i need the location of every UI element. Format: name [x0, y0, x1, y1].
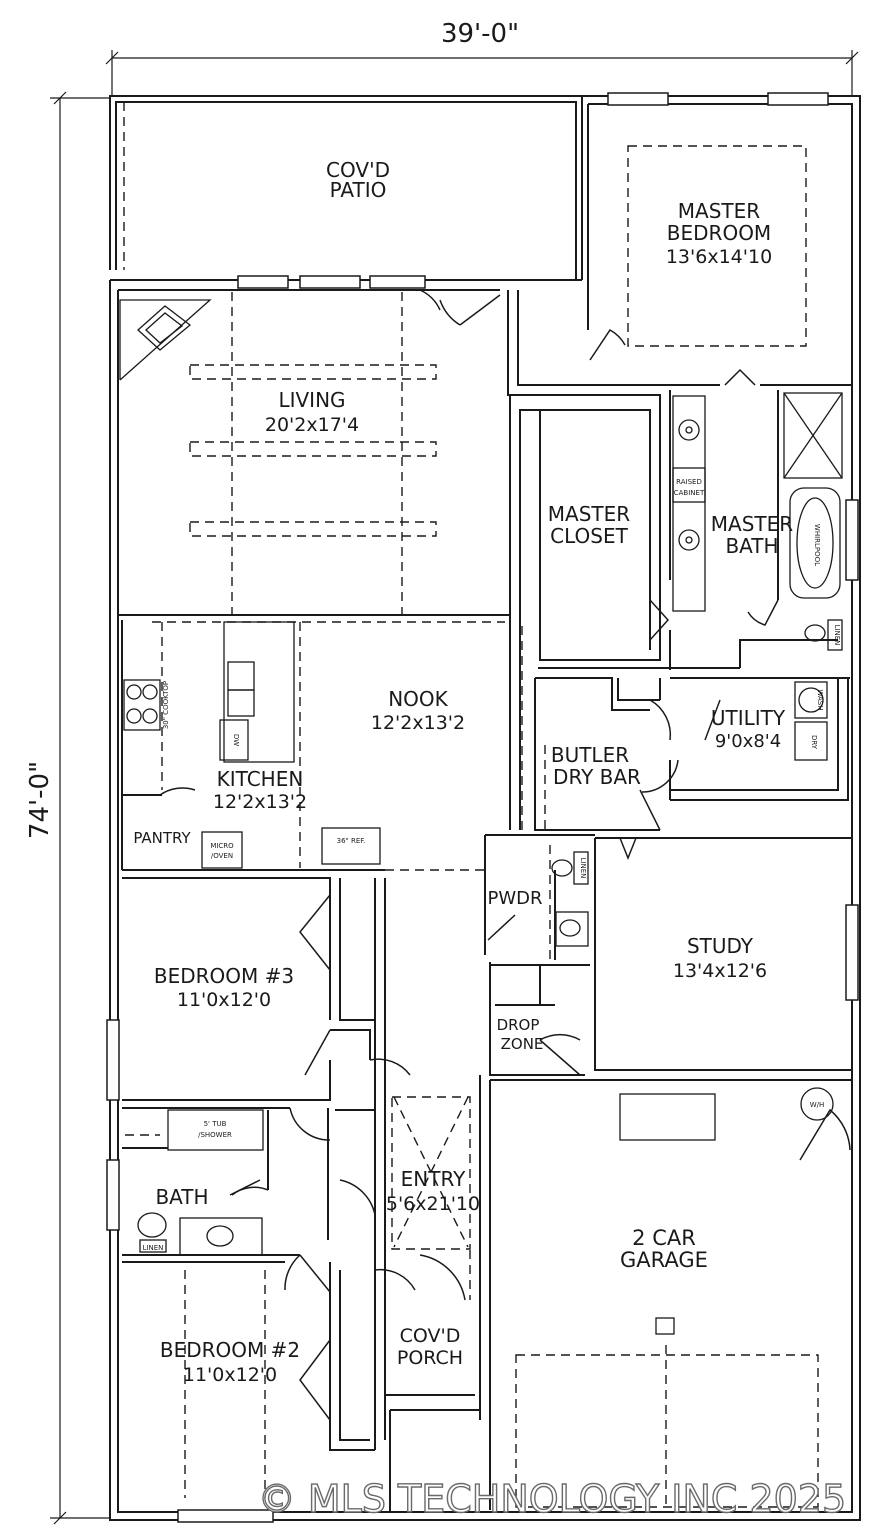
living-size: 20'2x17'4	[265, 414, 359, 436]
linen-label-bath: LINEN	[143, 1244, 164, 1252]
micro-label-2: /OVEN	[211, 852, 233, 860]
interior-walls	[118, 104, 852, 1512]
drop-zone-label-1: DROP	[497, 1016, 540, 1034]
porch-label-2: PORCH	[397, 1347, 463, 1369]
patio-label-2: PATIO	[330, 178, 387, 202]
entry-label: ENTRY	[401, 1167, 466, 1191]
study-label: STUDY	[687, 934, 754, 958]
tub-label-2: /SHOWER	[198, 1131, 232, 1139]
master-bedroom-label-1: MASTER	[678, 199, 760, 223]
master-bath-label-1: MASTER	[711, 512, 793, 536]
depth-dimension: 74'-0"	[25, 761, 55, 839]
bath-label: BATH	[155, 1185, 208, 1209]
dimension-lines	[50, 50, 859, 1525]
bedroom2-label: BEDROOM #2	[160, 1338, 300, 1362]
dryer-label: DRY	[810, 735, 818, 750]
utility-label: UTILITY	[711, 706, 786, 730]
micro-label-1: MICRO	[210, 842, 234, 850]
bedroom3-label: BEDROOM #3	[154, 964, 294, 988]
master-bedroom-label-2: BEDROOM	[667, 221, 771, 245]
refrigerator-label: 36" REF.	[337, 837, 366, 845]
linen-label-master: LINEN	[833, 625, 841, 646]
windows	[106, 92, 859, 1523]
porch-label-1: COV'D	[400, 1325, 461, 1347]
nook-size: 12'2x13'2	[371, 712, 465, 734]
pwdr-label: PWDR	[487, 888, 542, 909]
pantry-label: PANTRY	[133, 829, 191, 847]
bedroom2-size: 11'0x12'0	[183, 1364, 277, 1386]
raised-cabinet-label-1: RAISED	[676, 478, 702, 486]
linen-label-pwdr: LINEN	[579, 858, 587, 879]
whirlpool-label: WHIRLPOOL	[813, 524, 821, 566]
master-bath-label-2: BATH	[725, 534, 778, 558]
room-labels: COV'D PATIO MASTER BEDROOM 13'6x14'10 LI…	[133, 158, 793, 1386]
raised-cabinet-label-2: CABINET	[674, 489, 705, 497]
master-bedroom-size: 13'6x14'10	[666, 246, 772, 268]
master-closet-label-1: MASTER	[548, 502, 630, 526]
countertop-label: 30" COOKTOP	[162, 681, 170, 729]
master-closet-label-2: CLOSET	[550, 524, 628, 548]
dashed-lines	[123, 101, 819, 1508]
garage-label-1: 2 CAR	[632, 1226, 696, 1250]
doors	[159, 289, 851, 1421]
kitchen-label: KITCHEN	[217, 767, 304, 791]
copyright-watermark: © MLS TECHNOLOGY INC 2025	[258, 1477, 846, 1521]
fixtures	[119, 299, 843, 1335]
width-dimension: 39'-0"	[441, 19, 519, 49]
study-size: 13'4x12'6	[673, 960, 767, 982]
washer-label: WASH	[816, 689, 824, 710]
drop-zone-label-2: ZONE	[501, 1035, 544, 1053]
dishwasher-label: DW	[232, 734, 240, 746]
tub-label-1: 5' TUB	[204, 1120, 227, 1128]
bedroom3-size: 11'0x12'0	[177, 989, 271, 1011]
living-label: LIVING	[278, 388, 345, 412]
entry-size: 5'6x21'10	[386, 1193, 480, 1215]
utility-size: 9'0x8'4	[715, 731, 781, 752]
water-heater-label: W/H	[810, 1101, 825, 1109]
patio-label-1: COV'D	[326, 158, 390, 182]
kitchen-size: 12'2x13'2	[213, 791, 307, 813]
butler-label-2: DRY BAR	[553, 765, 641, 789]
garage-label-2: GARAGE	[620, 1248, 708, 1272]
nook-label: NOOK	[388, 687, 448, 711]
butler-label-1: BUTLER	[551, 743, 629, 767]
